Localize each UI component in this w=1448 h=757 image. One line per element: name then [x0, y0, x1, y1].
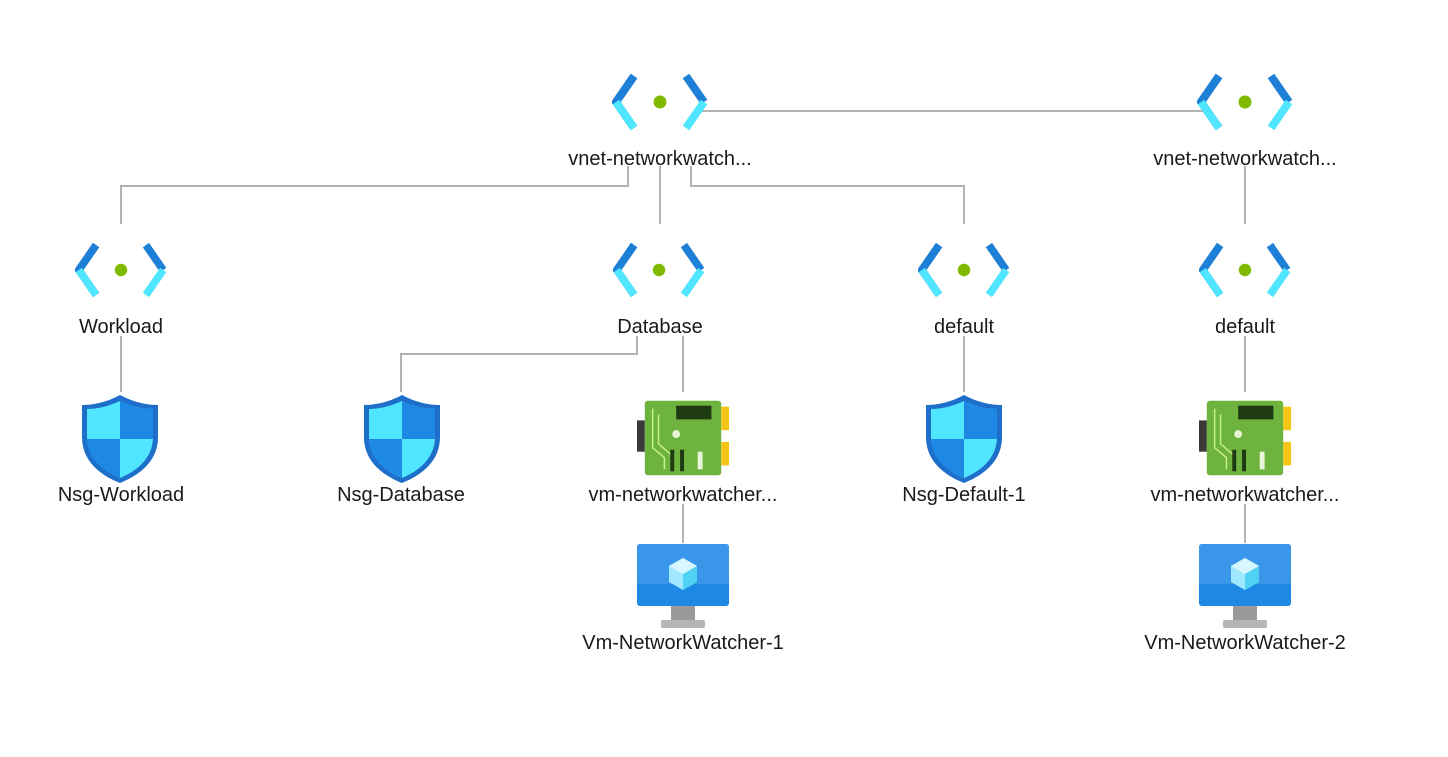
network-interface-icon — [1199, 400, 1292, 476]
subnet-default1-label[interactable]: default — [933, 316, 995, 338]
subnet-workload-label[interactable]: Workload — [78, 316, 164, 338]
connector-database-nsg — [400, 336, 638, 392]
virtual-machine-icon — [1199, 544, 1291, 628]
subnet-icon — [617, 245, 701, 295]
vm2-label[interactable]: Vm-NetworkWatcher-2 — [1144, 632, 1346, 654]
virtual-network-icon — [1201, 76, 1289, 128]
subnet-database-label[interactable]: Database — [617, 316, 703, 338]
network-security-group-icon — [926, 395, 1002, 483]
network-security-group-icon — [364, 395, 440, 483]
subnet-icon — [1203, 245, 1287, 295]
nic2-label[interactable]: vm-networkwatcher... — [1150, 484, 1340, 506]
nic1-label[interactable]: vm-networkwatcher... — [588, 484, 778, 506]
nsg-default1-label[interactable]: Nsg-Default-1 — [902, 484, 1026, 506]
subnet-icon — [79, 245, 163, 295]
connector-vnet1-default1 — [690, 166, 965, 224]
network-interface-icon — [637, 400, 730, 476]
nsg-database-label[interactable]: Nsg-Database — [337, 484, 465, 506]
subnet-icon — [922, 245, 1006, 295]
connectors — [120, 110, 1246, 543]
virtual-machine-icon — [637, 544, 729, 628]
subnet-default2-label[interactable]: default — [1214, 316, 1276, 338]
vnet2-label[interactable]: vnet-networkwatch... — [1153, 148, 1337, 170]
vnet1-label[interactable]: vnet-networkwatch... — [568, 148, 752, 170]
vm1-label[interactable]: Vm-NetworkWatcher-1 — [582, 632, 784, 654]
network-security-group-icon — [82, 395, 158, 483]
nsg-workload-label[interactable]: Nsg-Workload — [57, 484, 185, 506]
virtual-network-icon — [616, 76, 704, 128]
connector-vnet1-workload — [120, 166, 629, 224]
